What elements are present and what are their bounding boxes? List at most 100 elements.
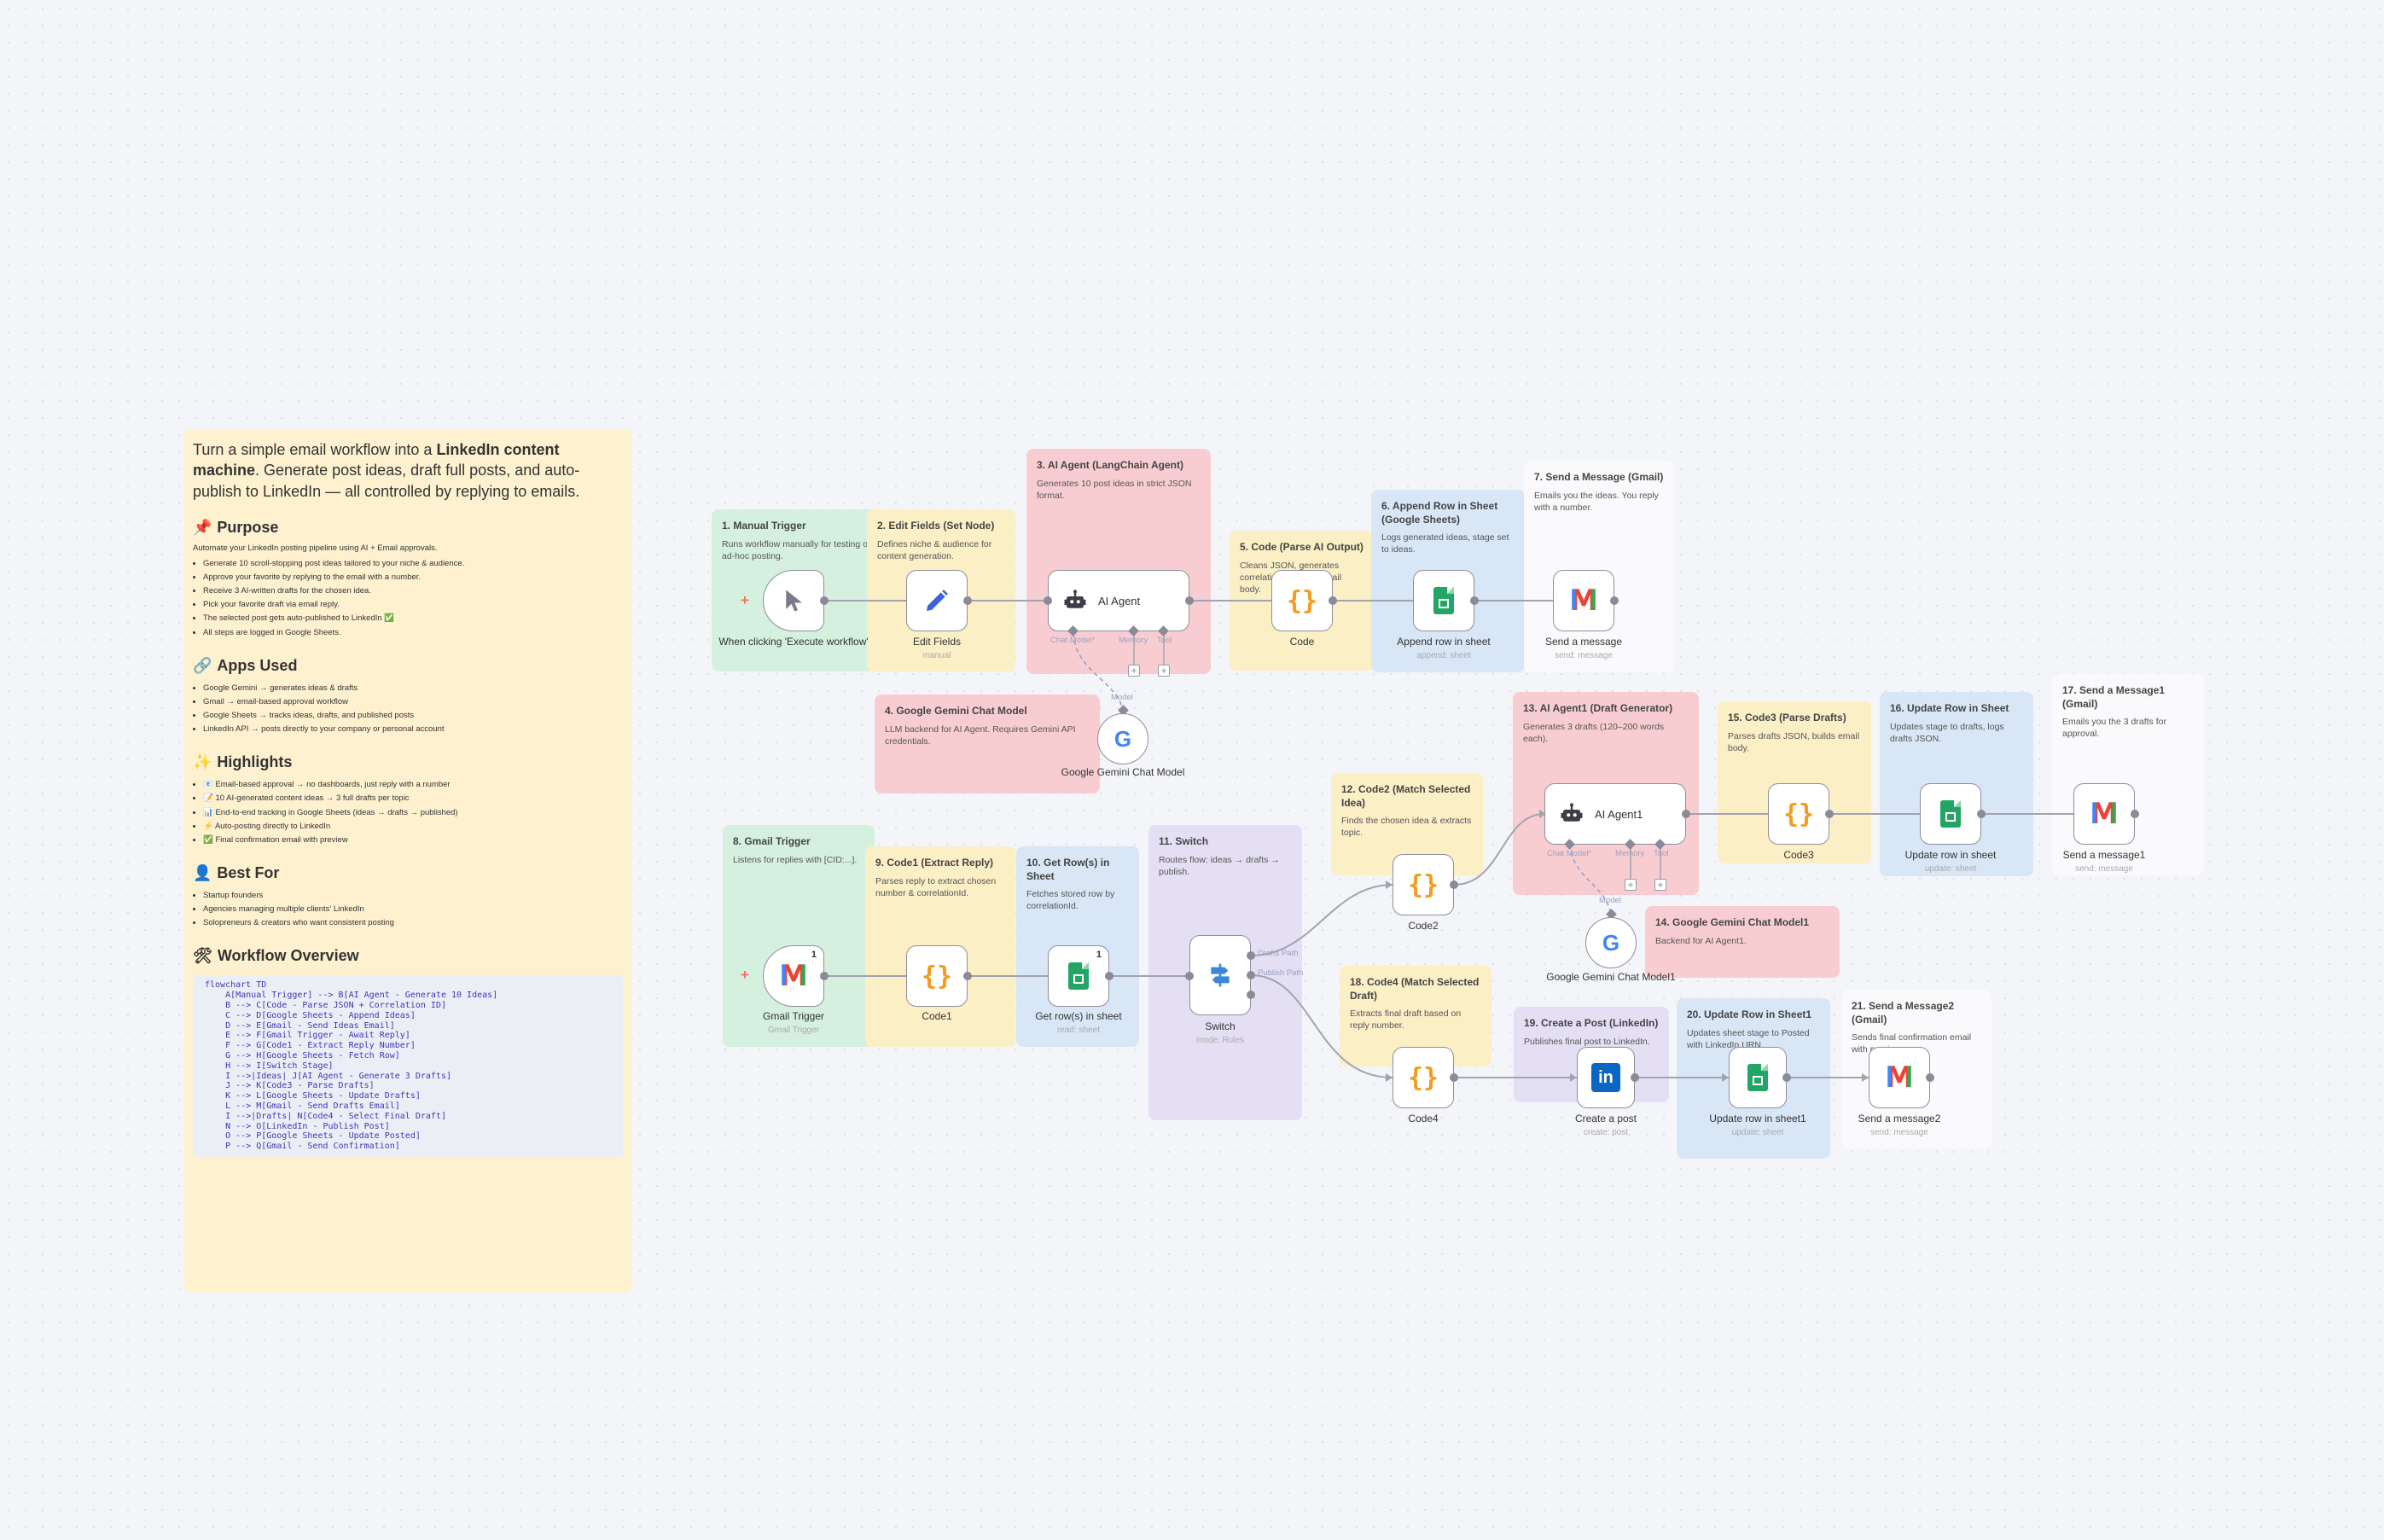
bestfor-list: Startup founders Agencies managing multi… [193,889,623,930]
output-port[interactable] [1450,1073,1458,1082]
add-trigger-icon[interactable]: + [741,967,749,983]
code-icon: {} [921,961,953,991]
node-label: Code4 [1408,1113,1439,1124]
output-port-drafts[interactable] [1247,951,1255,960]
pencil-icon [923,587,951,614]
node-label: Code3 [1783,849,1814,861]
gmail-icon: M [1569,584,1598,618]
node-code2[interactable]: {} [1393,854,1454,915]
output-port[interactable] [1682,810,1690,818]
output-port[interactable] [1825,810,1834,818]
add-tool-button[interactable]: + [1654,879,1666,891]
node-code1[interactable]: {} [906,945,968,1007]
google-icon: G [1114,725,1132,752]
output-port[interactable] [1105,972,1114,980]
node-ai-agent[interactable]: AI Agent [1048,570,1189,631]
sticky-title: 10. Get Row(s) in Sheet [1026,857,1110,882]
add-memory-button[interactable]: + [1128,665,1140,677]
apps-heading-text: Apps Used [217,656,298,674]
node-send-message2[interactable]: M [1869,1047,1930,1108]
tools-icon: 🛠 [193,947,212,965]
sticky-gemini-model[interactable]: 4. Google Gemini Chat Model LLM backend … [875,694,1100,793]
output-port[interactable] [963,972,972,980]
node-edit-fields[interactable] [906,570,968,631]
add-trigger-icon[interactable]: + [741,592,749,608]
output-port[interactable] [963,596,972,605]
node-gmail-trigger[interactable]: M 1 [763,945,824,1007]
sticky-title: 21. Send a Message2 (Gmail) [1852,1000,1955,1026]
list-item: Google Gemini → generates ideas & drafts [203,682,623,695]
port-label: Model [1111,693,1133,702]
sticky-desc: LLM backend for AI Agent. Requires Gemin… [885,724,1076,747]
node-gemini-model1[interactable]: G [1585,917,1637,968]
gmail-icon: M [2090,797,2119,831]
sticky-title: 6. Append Row in Sheet (Google Sheets) [1381,500,1498,526]
cursor-icon [781,588,806,613]
intro-text-end: . Generate post ideas, draft full posts,… [193,462,580,500]
output-port-publish[interactable] [1247,971,1255,979]
node-ai-agent1[interactable]: AI Agent1 [1544,783,1686,845]
sticky-update-row[interactable]: 16. Update Row in Sheet Updates stage to… [1880,692,2033,876]
node-send-message1[interactable]: M [2073,783,2135,845]
sheets-icon [1433,587,1454,614]
port-label: Chat Model* [1547,849,1592,858]
sticky-desc: Parses reply to extract chosen number & … [875,875,997,898]
node-code4[interactable]: {} [1393,1047,1454,1108]
output-port[interactable] [820,972,829,980]
purpose-heading: 📌Purpose [193,519,623,537]
output-port[interactable] [2131,810,2139,818]
node-send-message[interactable]: M [1553,570,1614,631]
node-update-row1[interactable] [1729,1047,1787,1108]
output-port[interactable] [820,596,829,605]
list-item: 📝 10 AI-generated content ideas → 3 full… [203,792,623,805]
list-item: Gmail → email-based approval workflow [203,695,623,709]
input-port[interactable] [1185,972,1194,980]
node-code3[interactable]: {} [1768,783,1829,845]
node-label: AI Agent1 [1595,807,1643,821]
node-gemini-model[interactable]: G [1097,713,1148,764]
sticky-manual-trigger[interactable]: 1. Manual Trigger Runs workflow manually… [712,509,886,671]
output-port[interactable] [1329,596,1337,605]
switch-icon [1207,962,1234,989]
sticky-send-message1[interactable]: 17. Send a Message1 (Gmail) Emails you t… [2052,674,2204,875]
add-memory-button[interactable]: + [1625,879,1637,891]
sticky-desc: Publishes final post to LinkedIn. [1524,1036,1650,1047]
node-sublabel: send: message [1870,1128,1928,1137]
highlights-list: 📧 Email-based approval → no dashboards, … [193,778,623,847]
node-manual-trigger[interactable] [763,570,824,631]
sticky-title: 7. Send a Message (Gmail) [1534,471,1664,483]
node-create-post[interactable]: in [1577,1047,1635,1108]
output-port[interactable] [1470,596,1479,605]
node-switch[interactable] [1189,935,1251,1015]
output-port[interactable] [1926,1073,1934,1082]
node-update-row[interactable] [1920,783,1981,845]
sticky-gemini-model1[interactable]: 14. Google Gemini Chat Model1 Backend fo… [1645,906,1840,978]
input-port[interactable] [1044,596,1052,605]
list-item: ⚡ Auto-posting directly to LinkedIn [203,820,623,834]
sticky-send-message2[interactable]: 21. Send a Message2 (Gmail) Sends final … [1841,990,1992,1148]
port-label: Tool [1654,849,1669,858]
output-port[interactable] [1185,596,1194,605]
info-sticky-note[interactable]: Turn a simple email workflow into a Link… [184,429,631,1293]
node-get-rows[interactable]: 1 [1048,945,1109,1007]
sticky-desc: Listens for replies with [CID:...]. [733,854,858,865]
node-sublabel: update: sheet [1731,1128,1784,1137]
output-port[interactable] [1977,810,1986,818]
add-tool-button[interactable]: + [1158,665,1170,677]
node-append-row[interactable] [1413,570,1474,631]
node-sublabel: update: sheet [1924,864,1977,874]
node-code[interactable]: {} [1271,570,1333,631]
robot-icon [1559,801,1584,827]
purpose-lead: Automate your LinkedIn posting pipeline … [193,543,438,553]
output-port-fallback[interactable] [1247,991,1255,999]
output-port[interactable] [1450,880,1458,889]
node-label: Update row in sheet1 [1709,1113,1806,1124]
overview-heading-text: Workflow Overview [217,947,359,965]
output-port[interactable] [1610,596,1619,605]
sticky-title: 8. Gmail Trigger [733,835,811,847]
sticky-gmail-trigger[interactable]: 8. Gmail Trigger Listens for replies wit… [723,825,875,1047]
output-port[interactable] [1631,1073,1639,1082]
output-port[interactable] [1782,1073,1791,1082]
sticky-send-message[interactable]: 7. Send a Message (Gmail) Emails you the… [1524,461,1674,672]
